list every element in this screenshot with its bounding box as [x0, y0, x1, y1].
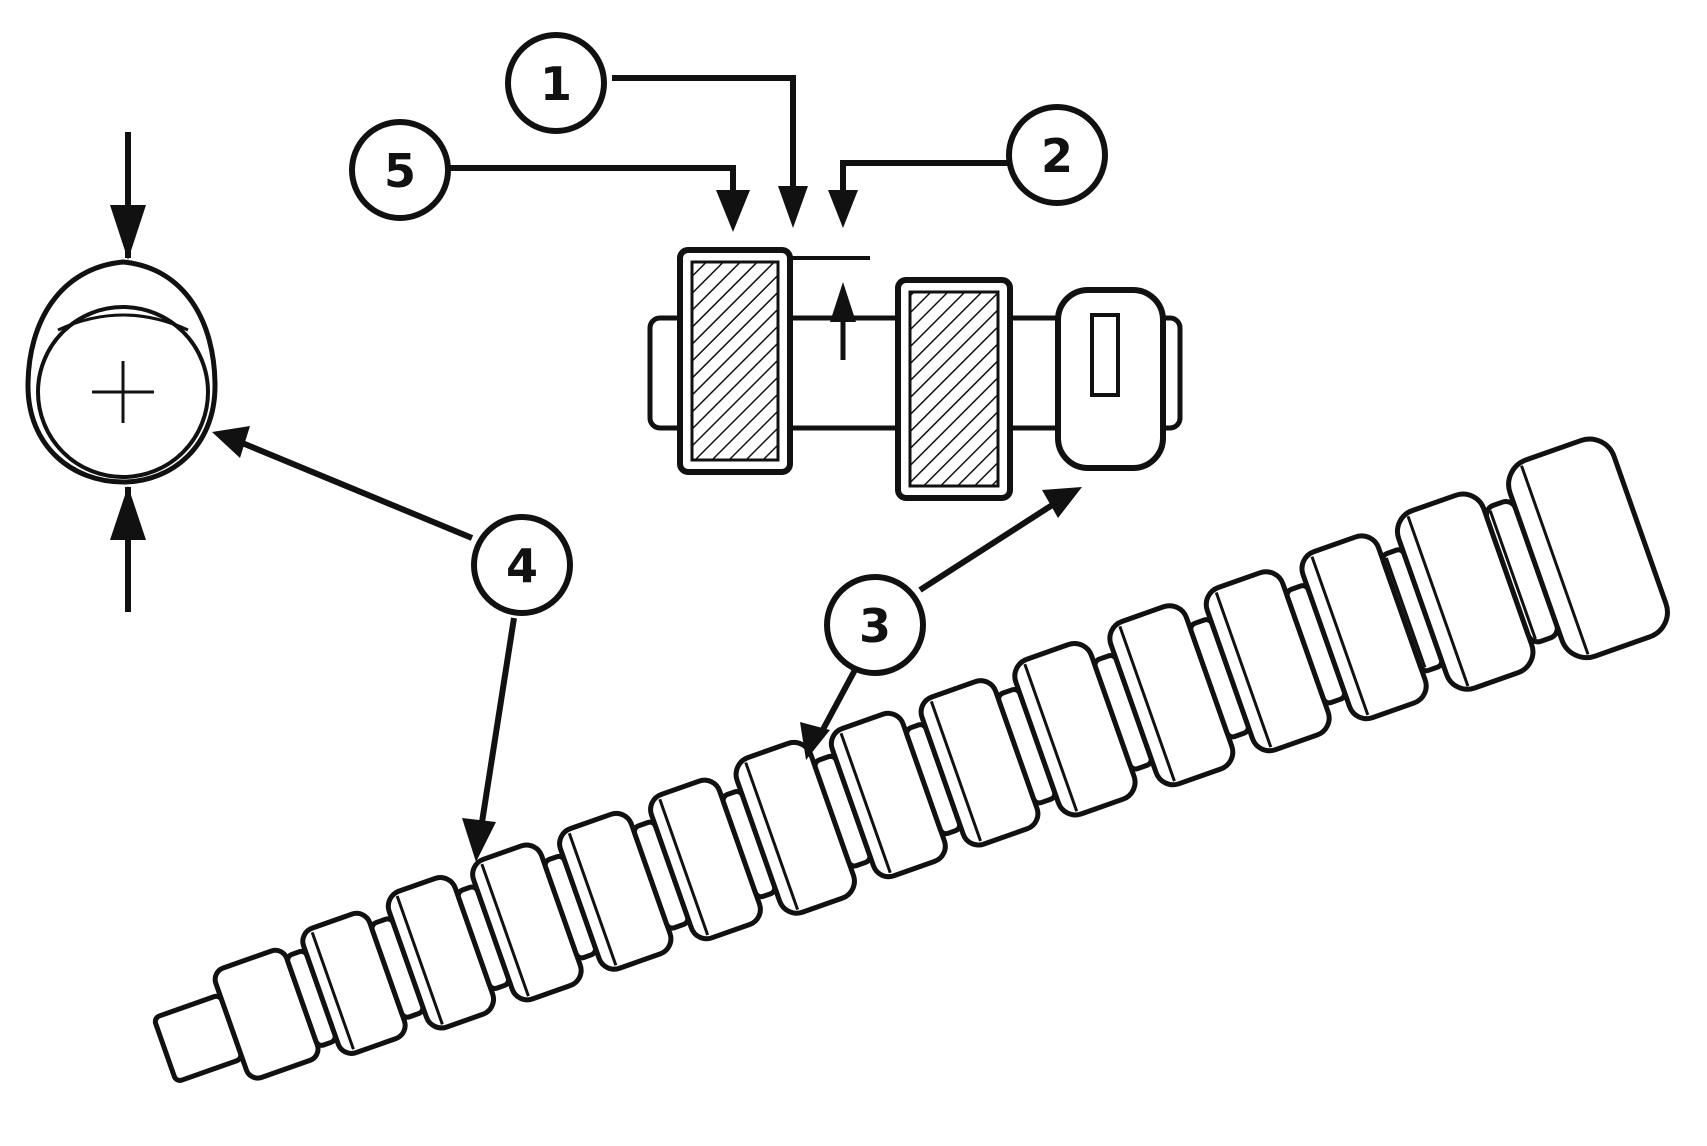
leader-line-3a: [918, 497, 1062, 593]
callout-label-2: 2: [1041, 129, 1073, 183]
callout-circle-2: [1006, 104, 1108, 206]
callout-5: 5: [349, 119, 451, 221]
callout-1: 1: [505, 32, 607, 134]
cam-lobe-slot: [1090, 313, 1120, 397]
camshaft-segment-edge: [744, 762, 800, 911]
callout-label-1: 1: [540, 57, 572, 111]
camshaft-segment-edge: [1023, 663, 1079, 812]
callout-label-5: 5: [384, 144, 416, 198]
bearing-section-detail: [647, 247, 1183, 501]
leader-arrowhead-4a: [212, 426, 250, 458]
camshaft-segment-edge: [567, 832, 618, 966]
callout-circle-1: [505, 32, 607, 134]
leader-lines: [212, 75, 1082, 862]
callout-4: 4: [471, 514, 573, 616]
camshaft-segment-edge: [310, 931, 355, 1050]
camshaft-segment-edge: [1406, 515, 1470, 687]
camshaft-segment-edge: [1384, 557, 1427, 668]
leader-arrowhead-1: [778, 186, 808, 228]
leader-line-3b: [817, 666, 859, 737]
callout-circle-3: [824, 574, 926, 676]
camshaft-segment-edge: [1118, 625, 1176, 782]
leader-arrowhead-4b: [462, 818, 496, 862]
callout-3: 3: [824, 574, 926, 676]
leader-line-4a: [233, 437, 474, 541]
journal-inner-arc: [57, 313, 189, 332]
bearing-left-hatch: [690, 260, 780, 462]
camshaft-body: [152, 436, 1670, 1083]
journal-inner-circle: [36, 305, 210, 479]
camshaft-segment-edge: [1214, 591, 1273, 748]
clearance-arrowhead-up: [830, 282, 856, 322]
leader-arrowhead-5: [716, 190, 750, 232]
diameter-arrowhead-bottom: [110, 486, 146, 540]
camshaft-segment-edge: [1488, 510, 1537, 640]
camshaft-segment-edge: [480, 863, 530, 997]
camshaft: [152, 436, 1670, 1083]
callout-circle-4: [471, 514, 573, 616]
callout-circle-5: [349, 119, 451, 221]
diameter-arrowhead-top: [110, 205, 146, 260]
camshaft-segment-edge: [658, 798, 710, 936]
callout-2: 2: [1006, 104, 1108, 206]
leader-arrowhead-2: [828, 190, 858, 228]
leader-line-5: [450, 165, 736, 208]
callout-label-3: 3: [859, 599, 891, 653]
camshaft-segment-edge: [839, 732, 892, 874]
leader-line-2: [840, 160, 1008, 206]
journal-diameter-detail: [25, 132, 218, 612]
leader-arrowhead-3b: [800, 722, 830, 760]
camshaft-segment-edge: [1520, 465, 1590, 655]
callout-label-4: 4: [506, 539, 538, 593]
camshaft-segment-edge: [929, 700, 982, 842]
camshaft-segment-edge: [395, 895, 444, 1025]
shaft-middle: [787, 315, 908, 431]
leader-line-1: [612, 75, 796, 206]
camshaft-segment-edge: [1310, 556, 1370, 716]
bearing-right-hatch: [908, 290, 1000, 488]
leader-line-4b: [477, 617, 517, 836]
leader-arrowhead-3a: [1042, 487, 1082, 518]
camshaft-segment: [1506, 436, 1670, 661]
